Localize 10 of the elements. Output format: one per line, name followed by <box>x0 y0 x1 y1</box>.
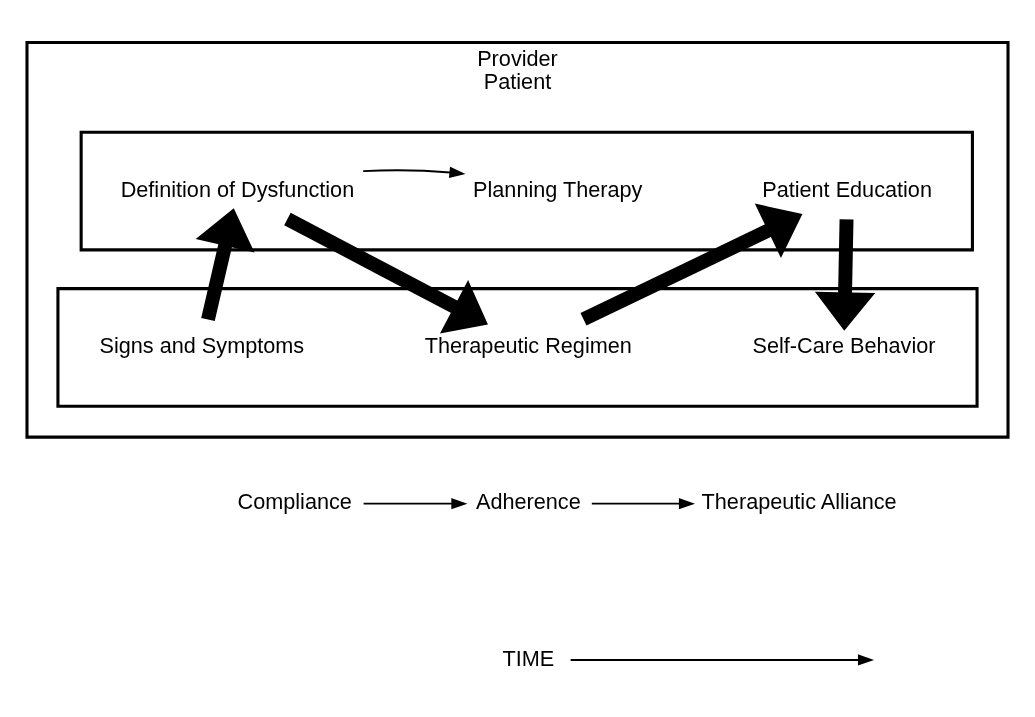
node-text: Patient Education <box>762 176 932 202</box>
node-text: TIME <box>502 645 555 671</box>
node-text: Compliance <box>237 488 352 514</box>
node-text: Self-Care Behavior <box>752 332 936 358</box>
node-text: Therapeutic Regimen <box>424 332 632 358</box>
node-text: Signs and Symptoms <box>99 332 305 358</box>
node-text: Planning Therapy <box>473 176 643 202</box>
node-text: Definition of Dysfunction <box>120 176 355 202</box>
node-text: Therapeutic Alliance <box>701 488 897 514</box>
node-text: Adherence <box>475 488 581 514</box>
